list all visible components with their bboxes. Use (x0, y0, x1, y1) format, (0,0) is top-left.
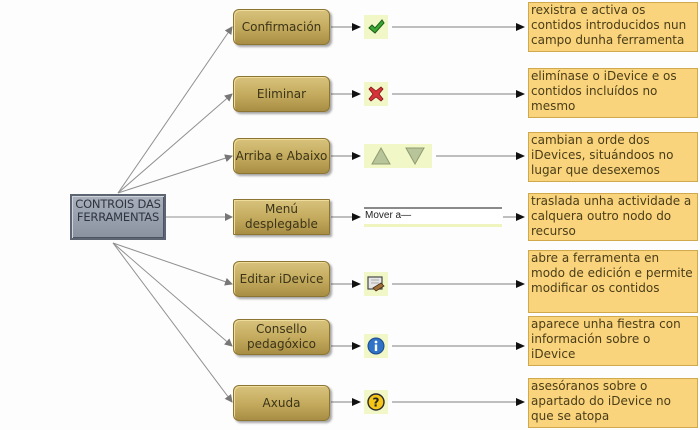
checkmark-icon (368, 19, 385, 34)
root-node-controis: CONTROIS DAS FERRAMENTAS (70, 194, 166, 240)
description-eliminar: elimínase o iDevice e os contidos incluí… (528, 68, 698, 118)
delete-button[interactable] (364, 82, 388, 106)
description-consello-pedagoxico: aparece unha fiestra con información sob… (528, 316, 698, 366)
connector-root-eliminar (117, 93, 233, 194)
description-editar-idevice: abre a ferramenta en modo de edición e p… (528, 250, 698, 313)
description-confirmacion: rexistra e activa os contidos introducid… (528, 2, 698, 52)
node-confirmacion: Confirmación (233, 9, 330, 45)
node-menu-desplegable: Menú desplegable (233, 199, 330, 235)
info-button[interactable] (364, 334, 388, 358)
node-editar-idevice: Editar iDevice (233, 261, 330, 297)
connector-root-axuda (112, 242, 233, 403)
description-arriba-abaixo: cambian a orde dos iDevices, situándoos … (528, 132, 698, 182)
down-arrow-icon[interactable] (405, 147, 425, 165)
up-arrow-icon[interactable] (371, 147, 391, 165)
connector-root-editar (112, 242, 233, 286)
connector-root-confirmacion (117, 26, 233, 194)
move-to-dropdown[interactable]: Mover a— (364, 207, 502, 227)
description-axuda: asesóranos sobre o apartado do iDevice n… (528, 378, 698, 428)
node-arriba-abaixo: Arriba e Abaixo (233, 138, 330, 174)
move-buttons (364, 144, 432, 168)
edit-icon (367, 276, 385, 292)
node-eliminar: Eliminar (233, 76, 330, 112)
help-button[interactable]: ? (364, 390, 388, 414)
help-icon: ? (367, 393, 385, 411)
delete-x-icon (368, 86, 384, 102)
node-axuda: Axuda (233, 385, 330, 421)
connector-root-consello (112, 242, 233, 347)
svg-text:?: ? (373, 396, 380, 410)
description-menu-desplegable: traslada unha actividade a calquera outr… (528, 193, 698, 241)
confirm-button[interactable] (364, 15, 388, 39)
node-consello-pedagoxico: Consello pedagóxico (233, 319, 330, 355)
connector-root-arriba-abaixo (117, 154, 233, 194)
edit-button[interactable] (364, 272, 388, 296)
info-icon (367, 337, 385, 355)
